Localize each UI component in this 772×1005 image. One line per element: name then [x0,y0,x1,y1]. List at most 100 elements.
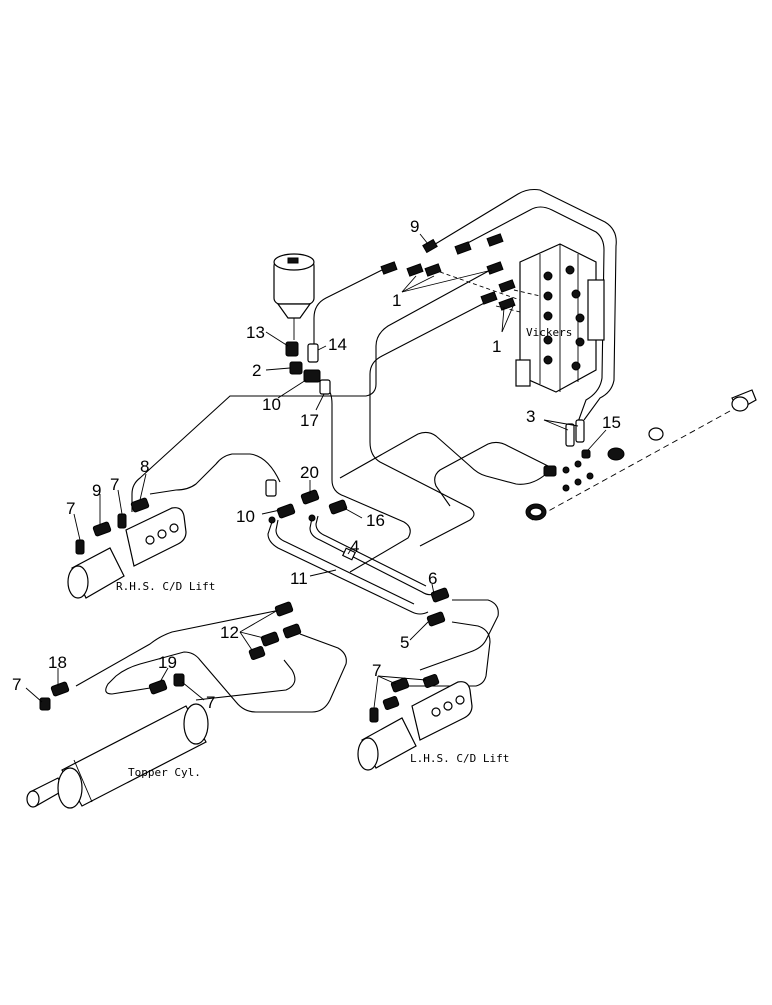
leader-17 [315,393,325,411]
fitting-3a [565,423,575,447]
callout-1: 1 [492,337,501,356]
fitting-rhs-upper [265,479,277,497]
center-fittings [248,479,450,661]
leader-7-rhs-a [73,513,81,541]
fitting-3b [575,419,585,443]
valve-port [543,335,553,345]
leader-3b [543,419,579,427]
valve-port [571,361,581,371]
elbow-fitting [543,465,557,477]
callout-9: 9 [92,481,101,500]
topper-band [73,759,93,803]
valve-side-block [515,359,531,387]
fitting-18 [50,681,70,697]
right-manifold [525,389,757,521]
hose-center-loop [149,453,281,495]
leader-16 [343,507,363,519]
oil-filter [273,253,315,340]
valve-port [575,337,585,347]
leader-8 [139,473,147,501]
manifold-plug [607,447,625,461]
fitting-12d [248,645,266,661]
control-valve: Vickers [515,243,605,393]
hose-manifold-to-center-2 [434,441,557,507]
rhs-lift-arm [125,507,187,567]
hose-5-to-lhs [408,621,491,687]
shaft-cup-left-ring [529,507,543,517]
leader-7-lhs-a [373,675,379,709]
valve-lever-block [587,279,605,341]
fitting [424,263,442,277]
leader-1c [401,269,493,293]
rhs-cylinder-end [67,565,89,599]
filter-fittings [285,341,331,395]
leader-19 [159,667,169,683]
fitting-9-rhs [92,521,112,537]
lhs-arm-hole [443,701,453,711]
fitting-12a [274,601,294,617]
fitting [498,279,516,293]
valve-port [565,265,575,275]
leader-1b [401,275,435,293]
rigid-tube-11 [267,521,429,615]
leader-4 [347,547,353,555]
callout-20: 20 [300,463,319,482]
callout-17: 17 [300,411,319,430]
lhs-lift-label: L.H.S. C/D Lift [410,752,509,765]
leader-12a [239,609,279,633]
leader-1a [401,275,417,293]
fitting-7-topper-b [173,673,185,687]
shaft-end-cap [731,396,749,412]
leader-5 [409,621,429,641]
filter-top-mark [287,257,299,264]
callout-7: 7 [66,499,75,518]
fitting-5 [426,611,446,627]
callout-7: 7 [206,693,215,712]
rhs-arm-hole [157,529,167,539]
lhs-cylinder-end [357,737,379,771]
fitting-7-topper-a [39,697,51,711]
callout-16: 16 [366,511,385,530]
lhs-lift-arm [411,681,473,741]
leader-1e [501,303,515,333]
callout-numbers: 9 1 1 13 14 2 10 17 3 15 20 10 16 4 11 6… [12,217,621,712]
leader-7-topper-a [25,687,43,703]
leader-7-lhs-b [377,675,397,685]
manifold-plug-2 [648,427,664,441]
leader-15 [587,429,607,451]
callout-10: 10 [262,395,281,414]
fitting-7-rhs-a [75,539,85,555]
rhs-arm-hole [145,535,155,545]
topper-rod-end [26,790,40,808]
hose-12-short [195,659,296,701]
fitting-12c [282,623,302,639]
leader-13 [265,331,289,347]
leader-3a [543,419,569,431]
hose-filter-left [313,265,391,346]
hose-manifold-to-center [339,431,547,485]
leader-7-lhs-c [377,675,427,681]
fitting-7-lhs-c [422,673,440,689]
callout-1: 1 [392,291,401,310]
callout-5: 5 [400,633,409,652]
rigid-tube-4 [309,517,435,596]
fitting-10-lower [276,503,296,519]
leader-6 [431,583,435,595]
shaft-dashed [531,399,751,521]
topper-label: Topper Cyl. [128,766,201,779]
valve-port [543,271,553,281]
hose-lines [75,188,617,713]
leader-1d [501,307,505,333]
leader-10-low [261,509,281,515]
leader-12c [239,631,253,651]
rhs-lift-cylinder: R.H.S. C/D Lift [67,497,215,599]
hose-12-to-topper [75,607,291,687]
hose-valve-to-rhs [131,267,495,512]
fitting [380,261,398,275]
valve-fittings [380,233,541,313]
fitting-8 [130,497,150,513]
leader-2 [265,367,291,371]
rigid-tube-4b [315,515,427,587]
rhs-lift-label: R.H.S. C/D Lift [116,580,215,593]
